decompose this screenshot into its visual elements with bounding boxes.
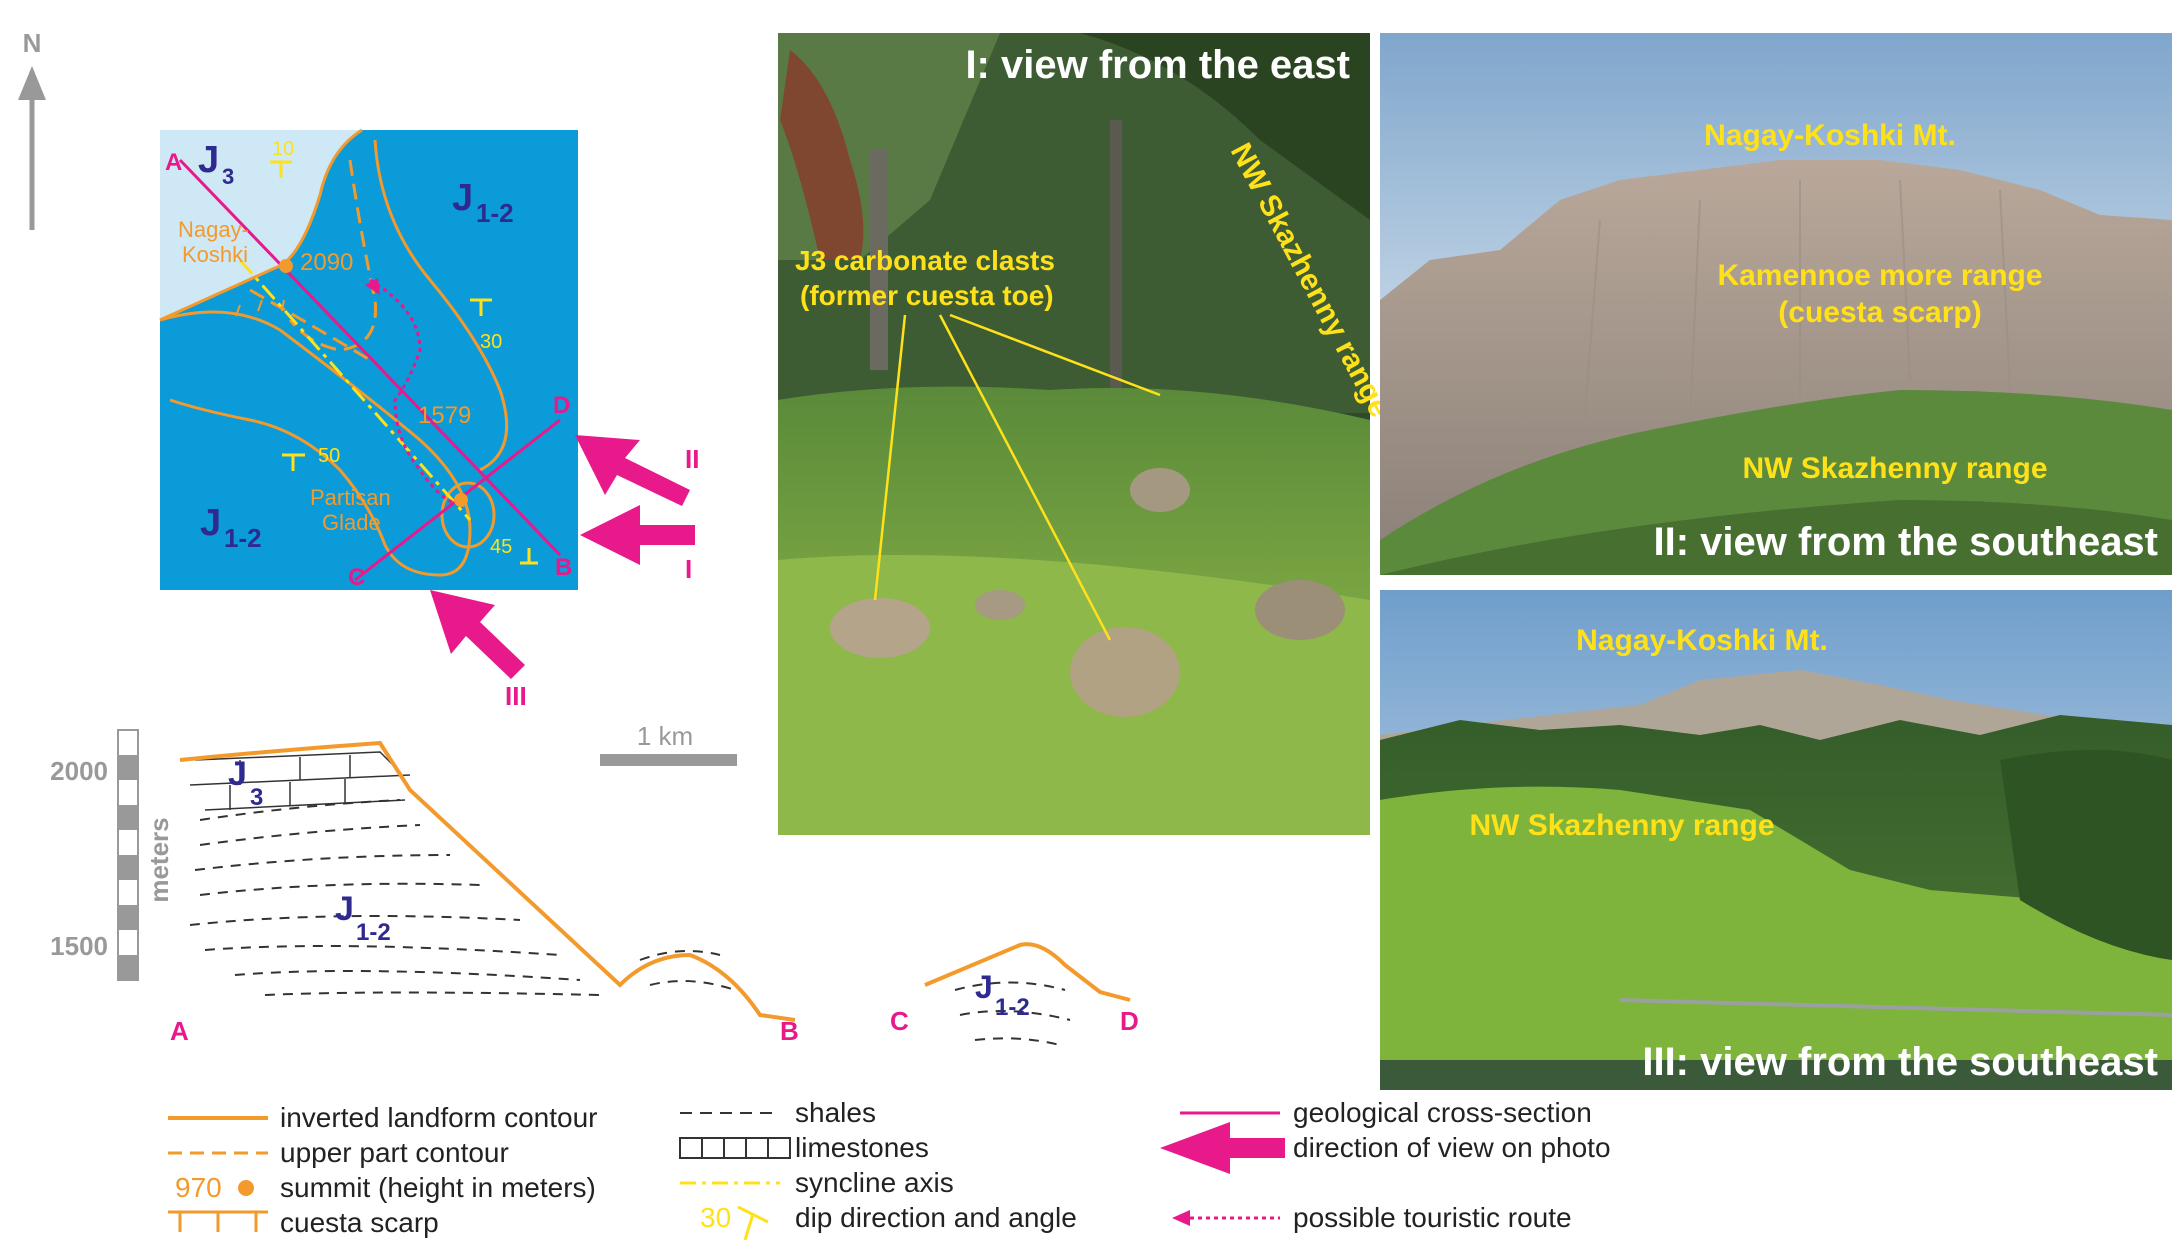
legend-shales: shales <box>795 1097 876 1128</box>
photo-two-label-scarp-2: (cuesta scarp) <box>1778 296 1981 329</box>
legend-summit-icon <box>238 1180 254 1196</box>
photo-two-label-peak: Nagay-Koshki Mt. <box>1704 119 1956 152</box>
map-unit-j12-top: J <box>452 177 473 219</box>
legend-summit: summit (height in meters) <box>280 1172 596 1203</box>
photo-two-label-range: NW Skazhenny range <box>1742 452 2047 485</box>
svg-text:1-2: 1-2 <box>995 994 1030 1021</box>
photo-one: I: view from the east NW Skazhenny range… <box>778 33 1396 835</box>
view-arrow-three-icon <box>430 590 525 679</box>
legend-inverted-contour: inverted landform contour <box>280 1102 598 1133</box>
profile-ab <box>179 740 796 1022</box>
legend-dip-icon <box>737 1205 769 1241</box>
touristic-route <box>369 278 461 507</box>
section-unit-j3: J <box>228 755 247 793</box>
scale-bar-label: 1 km <box>637 721 693 751</box>
view-arrow-one-icon <box>580 505 695 565</box>
photo-two-caption: II: view from the southeast <box>1653 520 2158 564</box>
legend-route-arrow-icon <box>1172 1210 1190 1226</box>
legend-limestones: limestones <box>795 1132 929 1163</box>
view-label-three: III <box>505 681 527 711</box>
altitude-tick-1500: 1500 <box>50 931 108 961</box>
section-unit-j12-cd: J <box>975 969 993 1005</box>
photo-two-label-scarp-1: Kamennoe more range <box>1717 259 2042 292</box>
legend-cross-section: geological cross-section <box>1293 1097 1592 1128</box>
geological-map: J 3 J 1-2 J 1-2 Nagay- Koshki 2090 1579 … <box>159 128 699 711</box>
dip-value-10: 10 <box>272 138 294 160</box>
cross-section: 2000 1500 meters <box>50 729 1139 1046</box>
view-label-two: II <box>685 444 699 474</box>
view-arrows <box>430 435 695 679</box>
summit-2090-icon <box>279 259 293 273</box>
legend-dip-example: 30 <box>700 1202 731 1233</box>
svg-text:1-2: 1-2 <box>476 198 514 228</box>
label-nagay: Nagay- <box>178 217 249 242</box>
north-arrow: N <box>18 28 46 230</box>
section-point-b: B <box>780 1016 799 1046</box>
section-unit-j12: J <box>335 890 354 928</box>
legend-cuesta-icon <box>168 1210 268 1232</box>
legend-upper-contour: upper part contour <box>280 1137 509 1168</box>
photo-three: Nagay-Koshki Mt. NW Skazhenny range III:… <box>1380 590 2173 1090</box>
altitude-tick-2000: 2000 <box>50 756 108 786</box>
label-summit-2090: 2090 <box>300 249 353 276</box>
photo-one-label-clasts-2: (former cuesta toe) <box>800 280 1054 311</box>
photo-three-label-peak: Nagay-Koshki Mt. <box>1576 624 1828 657</box>
dip-value-30: 30 <box>480 331 502 353</box>
map-point-a: A <box>165 149 182 176</box>
dip-value-45: 45 <box>490 536 512 558</box>
svg-text:3: 3 <box>250 784 263 811</box>
photo-one-label-clasts-1: J3 carbonate clasts <box>795 245 1055 276</box>
map-point-d: D <box>553 392 570 419</box>
map-point-c: C <box>348 564 365 591</box>
section-point-c: C <box>890 1006 909 1036</box>
legend-view-direction: direction of view on photo <box>1293 1132 1611 1163</box>
svg-text:1-2: 1-2 <box>224 523 262 553</box>
label-koshki: Koshki <box>182 242 248 267</box>
photo-three-label-range: NW Skazhenny range <box>1469 809 1774 842</box>
j3-area <box>160 130 362 320</box>
inverted-contour <box>159 310 472 577</box>
map-unit-j3: J <box>198 139 219 181</box>
legend-limestones-icon <box>679 1137 791 1159</box>
photo-two: Nagay-Koshki Mt. Kamennoe more range (cu… <box>1380 33 2172 575</box>
map-unit-j12-bottom: J <box>200 502 221 544</box>
photo-one-caption: I: view from the east <box>965 43 1350 87</box>
section-point-a: A <box>170 1016 189 1046</box>
dip-value-50: 50 <box>318 445 340 467</box>
legend-syncline: syncline axis <box>795 1167 954 1198</box>
section-point-d: D <box>1120 1006 1139 1036</box>
summit-1579-icon <box>454 493 468 507</box>
map-point-b: B <box>555 554 572 581</box>
altitude-unit: meters <box>144 817 174 902</box>
legend: inverted landform contour upper part con… <box>168 1097 1611 1241</box>
section-ab <box>178 158 562 557</box>
north-arrow-icon <box>18 66 46 100</box>
legend-cuesta-scarp: cuesta scarp <box>280 1207 439 1238</box>
label-summit-1579: 1579 <box>418 402 471 429</box>
legend-dip: dip direction and angle <box>795 1202 1077 1233</box>
label-partisan: Partisan <box>310 485 391 510</box>
route-arrowhead-icon <box>365 278 380 295</box>
profile-cd <box>924 942 1131 1002</box>
north-label: N <box>23 28 42 58</box>
svg-text:1-2: 1-2 <box>356 919 391 946</box>
view-arrow-two-icon <box>575 435 690 506</box>
scale-bar: 1 km <box>600 721 737 766</box>
svg-text:3: 3 <box>222 164 234 189</box>
photo-three-caption: III: view from the southeast <box>1642 1040 2158 1084</box>
legend-view-arrow-icon <box>1160 1122 1285 1174</box>
legend-summit-example: 970 <box>175 1172 222 1203</box>
view-label-one: I <box>685 554 692 584</box>
legend-route: possible touristic route <box>1293 1202 1572 1233</box>
label-glade: Glade <box>322 510 381 535</box>
